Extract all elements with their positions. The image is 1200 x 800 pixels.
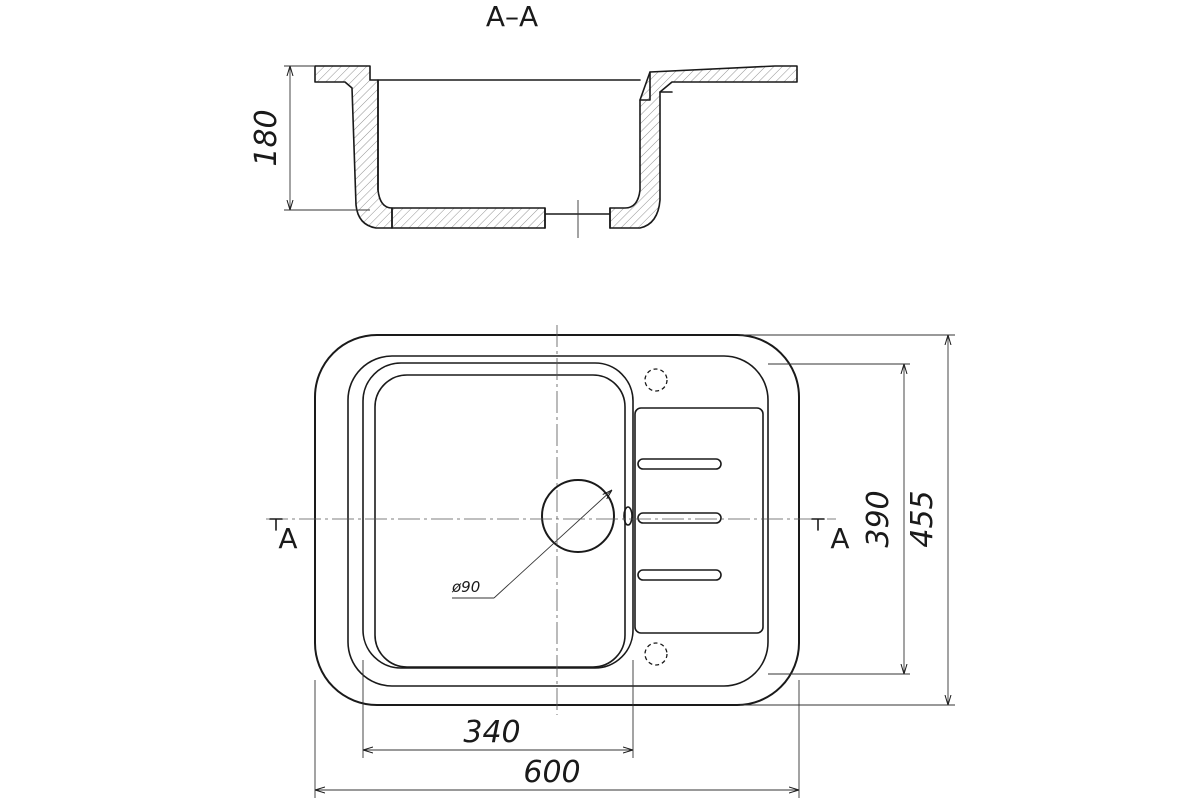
dim-180-label: 180 (249, 109, 284, 166)
drainboard-groove-1 (637, 458, 722, 470)
section-view: A–A 180 (249, 0, 798, 238)
section-marker-right: A (811, 518, 850, 555)
section-marker-left-label: A (278, 522, 297, 555)
drain-circle (541, 479, 615, 553)
section-bottom-right (609, 65, 798, 229)
drain-diameter-label: ø90 (451, 578, 480, 596)
overflow-slot (623, 506, 633, 526)
section-drain-opening (544, 207, 611, 229)
drainboard-groove-3 (637, 569, 722, 581)
section-marker-left: A (269, 518, 298, 555)
drain-diameter-leader (493, 490, 612, 599)
dim-600-label: 600 (523, 755, 580, 790)
section-title: A–A (486, 0, 538, 33)
drainboard-groove-2 (637, 512, 722, 524)
dim-340-label: 340 (463, 715, 520, 750)
dim-390-label: 390 (861, 490, 896, 547)
section-inner-bowl (377, 79, 641, 191)
bowl-outline-outer (362, 362, 634, 669)
drainboard-panel (634, 407, 764, 634)
dim-455-label: 455 (905, 490, 940, 547)
bowl-outline-inner (374, 374, 626, 668)
section-bottom (391, 207, 546, 229)
section-marker-right-label: A (830, 522, 849, 555)
sink-inner-rim (347, 355, 769, 687)
section-left-wall (314, 65, 393, 229)
plan-view: ø90 A A 390 455 340 600 (266, 325, 955, 798)
tap-hole-top (644, 368, 668, 392)
section-drainboard-step (639, 71, 673, 101)
tap-hole-bottom (644, 642, 668, 666)
